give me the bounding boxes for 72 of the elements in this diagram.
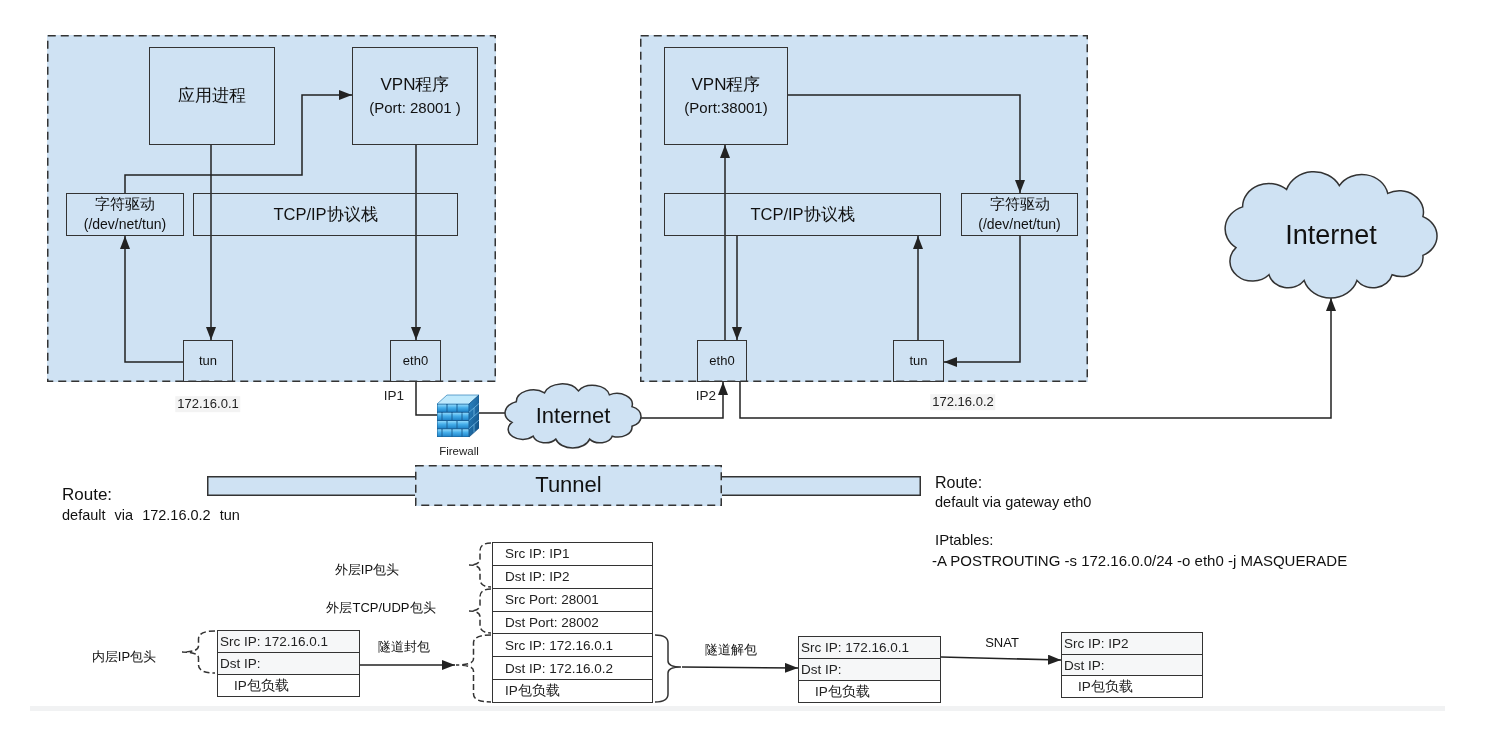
connector-line <box>415 381 438 416</box>
box-title: Tunnel <box>535 472 602 499</box>
box-subtitle: (/dev/net/tun) <box>978 216 1061 234</box>
firewall-icon <box>437 394 479 438</box>
route-title: Route: <box>935 473 983 493</box>
process-box: 应用进程 <box>149 47 275 145</box>
box-title: VPN程序 <box>380 75 450 96</box>
cloud-shape <box>1225 172 1437 298</box>
icon-label: Firewall <box>439 445 479 459</box>
process-box: tun <box>183 340 233 382</box>
box-title: 字符驱动 <box>989 195 1050 214</box>
arrow <box>739 297 1336 419</box>
arrow <box>640 381 728 419</box>
arrow <box>206 192 216 341</box>
box-title: 字符驱动 <box>95 195 155 214</box>
connector-line <box>210 144 212 194</box>
table-cell: Src IP: IP2 <box>1062 633 1202 654</box>
rule-title: IPtables: <box>935 531 994 549</box>
process-box: TCP/IP协议栈 <box>193 193 458 236</box>
arrow <box>720 144 730 237</box>
arrow <box>943 235 1021 367</box>
box-title: VPN程序 <box>691 75 761 96</box>
packet-table <box>217 630 360 697</box>
arrow <box>120 235 184 363</box>
table-cell: Dst IP: <box>799 658 940 680</box>
brace-label: 外层TCP/UDP包头 <box>326 600 436 616</box>
host-box <box>47 35 496 382</box>
tunnel-box <box>415 465 722 506</box>
cloud-label: Internet <box>535 402 611 430</box>
packet-table <box>1061 632 1203 698</box>
arrow <box>940 654 1062 665</box>
arrow <box>411 192 421 341</box>
route-title: Route: <box>62 484 113 506</box>
cloud-shape <box>505 384 641 448</box>
process-box: eth0 <box>390 340 441 382</box>
box-subtitle: (/dev/net/tun) <box>83 216 167 234</box>
arrow <box>732 235 742 341</box>
address-label: IP2 <box>695 387 717 405</box>
route-rule: default via 172.16.0.2 tun <box>62 507 240 525</box>
box-subtitle: (Port:38001) <box>684 98 768 117</box>
table-cell: Src IP: 172.16.0.1 <box>799 637 940 658</box>
host-box <box>640 35 1088 382</box>
table-cell: Dst IP: <box>218 652 359 674</box>
arrow <box>913 235 923 341</box>
process-box <box>961 193 1078 236</box>
process-box: eth0 <box>697 340 747 382</box>
arrow <box>681 662 799 673</box>
process-box <box>66 193 184 236</box>
process-box <box>664 47 788 145</box>
edge-label: 隧道封包 <box>375 639 433 655</box>
route-rule: default via gateway eth0 <box>935 494 1092 512</box>
rule-text: -A POSTROUTING -s 172.16.0.0/24 -o eth0 -j MASQUERADE <box>932 552 1348 570</box>
address-label: IP1 <box>383 387 405 405</box>
brace-label: 外层IP包头 <box>334 562 400 578</box>
table-cell: Dst IP: <box>1062 653 1202 676</box>
packet-table <box>798 636 941 703</box>
connector-line <box>724 235 726 341</box>
address-label: 172.16.0.1 <box>175 396 241 412</box>
connector-line <box>478 412 506 414</box>
process-box: TCP/IP协议栈 <box>664 193 941 236</box>
address-label: 172.16.0.2 <box>930 394 996 410</box>
process-box <box>352 47 478 145</box>
cloud-label: Internet <box>1285 218 1377 252</box>
box-subtitle: (Port: 28001 ) <box>369 98 461 117</box>
arrow <box>124 90 353 194</box>
edge-label: 隧道解包 <box>702 642 760 658</box>
connector-line <box>415 144 417 194</box>
arrow <box>787 94 1025 194</box>
process-box: tun <box>893 340 944 382</box>
brace-label: 内层IP包头 <box>91 649 157 665</box>
arrow <box>359 660 456 670</box>
table-cell: Src IP: 172.16.0.1 <box>218 631 359 652</box>
